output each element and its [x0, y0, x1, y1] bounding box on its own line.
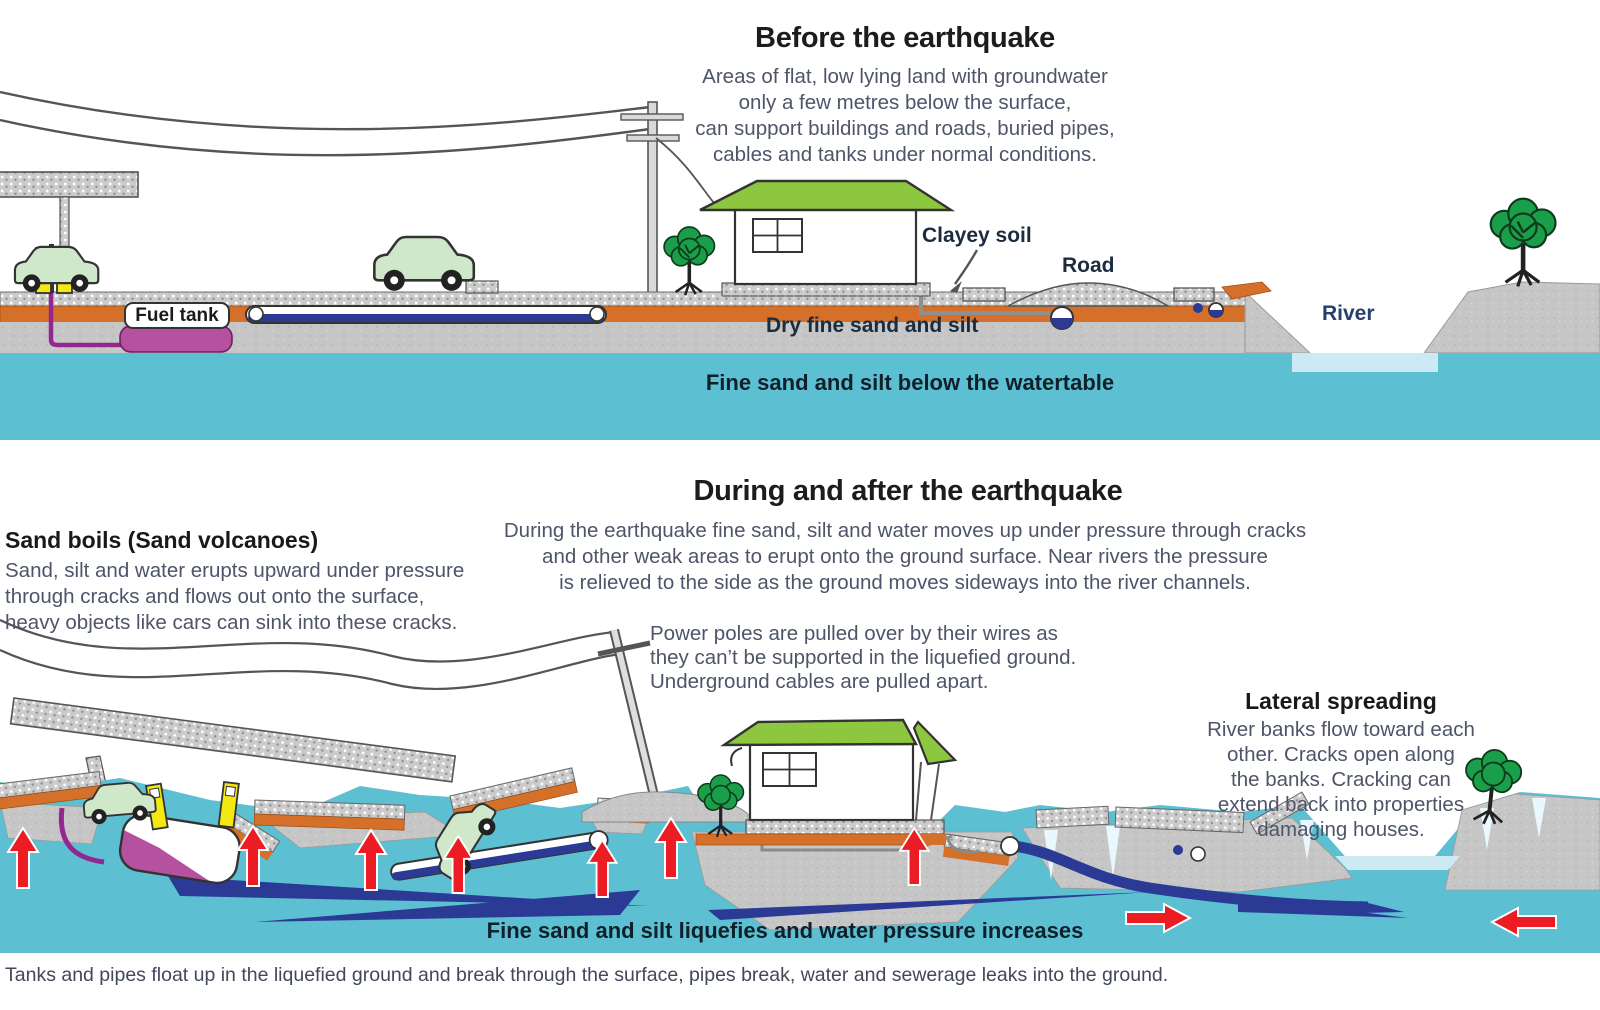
desc-line: and other weak areas to erupt onto the g… [542, 545, 1268, 568]
sand-boils-line: Sand, silt and water erupts upward under… [5, 559, 465, 582]
tree [662, 225, 717, 297]
lateral-spreading-block: Lateral spreading River banks flow towar… [1186, 688, 1496, 842]
dry-sand-label: Dry fine sand and silt [766, 314, 979, 337]
desc-line: Areas of flat, low lying land with groun… [702, 65, 1108, 88]
bottom-title: During and after the earthquake [693, 475, 1123, 507]
buried-pipe [245, 305, 607, 324]
after-earthquake-scene [0, 619, 1600, 953]
sand-boils-block: Sand boils (Sand volcanoes) Sand, silt a… [5, 527, 464, 636]
clayey-soil-label: Clayey soil [922, 224, 1032, 247]
sagging-power-lines [0, 619, 621, 691]
footer-caption: Tanks and pipes float up in the liquefie… [5, 964, 1169, 986]
lateral-line: River banks flow toward each [1207, 718, 1475, 741]
road-label: Road [1062, 254, 1115, 277]
river-water [1335, 856, 1460, 870]
top-title: Before the earthquake [755, 22, 1055, 54]
lateral-line: extend back into properties [1217, 793, 1465, 816]
sand-boils-line: through cracks and flows out onto the su… [5, 585, 425, 608]
bottom-description: During the earthquake fine sand, silt an… [435, 518, 1375, 596]
desc-line: can support buildings and roads, buried … [695, 117, 1115, 140]
broken-crust [0, 767, 1310, 866]
power-poles-note: Power poles are pulled over by their wir… [650, 622, 1076, 694]
river-water [1292, 353, 1438, 372]
damaged-house [695, 718, 958, 847]
lateral-line: the banks. Cracking can [1231, 768, 1451, 791]
cracks [1044, 798, 1546, 880]
sand-boils-heading: Sand boils (Sand volcanoes) [5, 527, 319, 553]
power-poles-line: Underground cables are pulled apart. [650, 670, 989, 693]
top-description: Areas of flat, low lying land with groun… [455, 64, 1355, 168]
sand-boils-line: heavy objects like cars can sink into th… [5, 611, 458, 634]
broken-fuel-pipe [58, 807, 105, 865]
ground-remnants [0, 793, 1600, 931]
power-poles-line: they can’t be supported in the liquefied… [650, 646, 1077, 669]
car [373, 235, 476, 293]
clayey-soil-arrow [950, 249, 979, 293]
desc-line: is relieved to the side as the ground mo… [559, 571, 1251, 594]
fuel-tank [48, 293, 233, 353]
stretched-cable [760, 834, 1404, 913]
power-lines [0, 90, 651, 157]
liquefies-caption: Fine sand and silt liquefies and water p… [486, 918, 1084, 943]
lateral-spreading-heading: Lateral spreading [1245, 688, 1437, 714]
power-poles-line: Power poles are pulled over by their wir… [650, 622, 1058, 645]
kerb-block [465, 280, 499, 294]
desc-line: cables and tanks under normal conditions… [712, 143, 1098, 166]
lateral-line: damaging houses. [1257, 818, 1425, 841]
fuel-tank-label: Fuel tank [124, 302, 230, 329]
lateral-line: other. Cracks open along [1227, 743, 1455, 766]
before-earthquake-scene [0, 90, 1600, 440]
road [962, 282, 1215, 307]
watertable-caption: Fine sand and silt below the watertable [705, 370, 1115, 395]
desc-line: only a few metres below the surface, [738, 91, 1072, 114]
tree [1491, 199, 1556, 287]
floated-fuel-tank [117, 812, 243, 886]
house [699, 179, 956, 297]
river-label: River [1322, 302, 1375, 325]
desc-line: During the earthquake fine sand, silt an… [503, 519, 1307, 542]
